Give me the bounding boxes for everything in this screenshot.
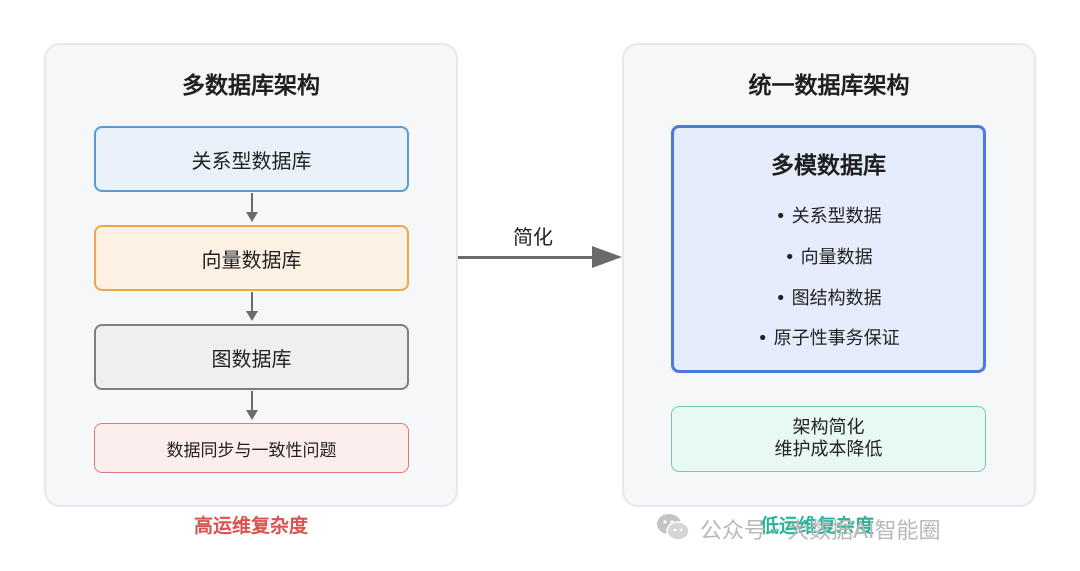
- simplify-arrow-shaft: [458, 256, 594, 259]
- connector-line-1: [251, 193, 253, 213]
- vector-db-box: 向量数据库: [94, 225, 409, 291]
- connector-line-3: [251, 391, 253, 411]
- sync-issue-box: 数据同步与一致性问题: [94, 423, 409, 473]
- benefit-line-2: 维护成本降低: [774, 439, 883, 460]
- connector-line-2: [251, 292, 253, 312]
- high-complexity-caption: 高运维复杂度: [193, 515, 308, 537]
- simplify-arrowhead: [592, 246, 622, 268]
- connector-arrowhead-1: [246, 212, 258, 222]
- feature-item: • 关系型数据: [775, 206, 882, 227]
- relational-db-box: 关系型数据库: [94, 126, 409, 192]
- unified-db-panel-title: 统一数据库架构: [748, 73, 910, 99]
- connector-arrowhead-3: [246, 410, 258, 420]
- benefit-box: 架构简化 维护成本降低: [671, 406, 986, 472]
- feature-item: • 图结构数据: [775, 288, 882, 309]
- multimodel-db-box: 多模数据库 • 关系型数据 • 向量数据 • 图结构数据 • 原子性事务保证: [671, 125, 986, 373]
- watermark-text: 公众号 · 大数据AI智能圈: [700, 519, 941, 544]
- feature-item: • 原子性事务保证: [757, 328, 900, 349]
- multimodel-db-title: 多模数据库: [771, 153, 886, 179]
- wechat-icon: [655, 512, 691, 542]
- multi-db-panel-title: 多数据库架构: [182, 73, 320, 99]
- low-complexity-caption: 低运维复杂度: [760, 515, 875, 537]
- feature-item: • 向量数据: [784, 247, 873, 268]
- connector-arrowhead-2: [246, 311, 258, 321]
- feature-list: • 关系型数据 • 向量数据 • 图结构数据 • 原子性事务保证: [674, 128, 983, 370]
- graph-db-box: 图数据库: [94, 324, 409, 390]
- benefit-line-1: 架构简化: [792, 417, 865, 438]
- simplify-label: 简化: [513, 225, 553, 249]
